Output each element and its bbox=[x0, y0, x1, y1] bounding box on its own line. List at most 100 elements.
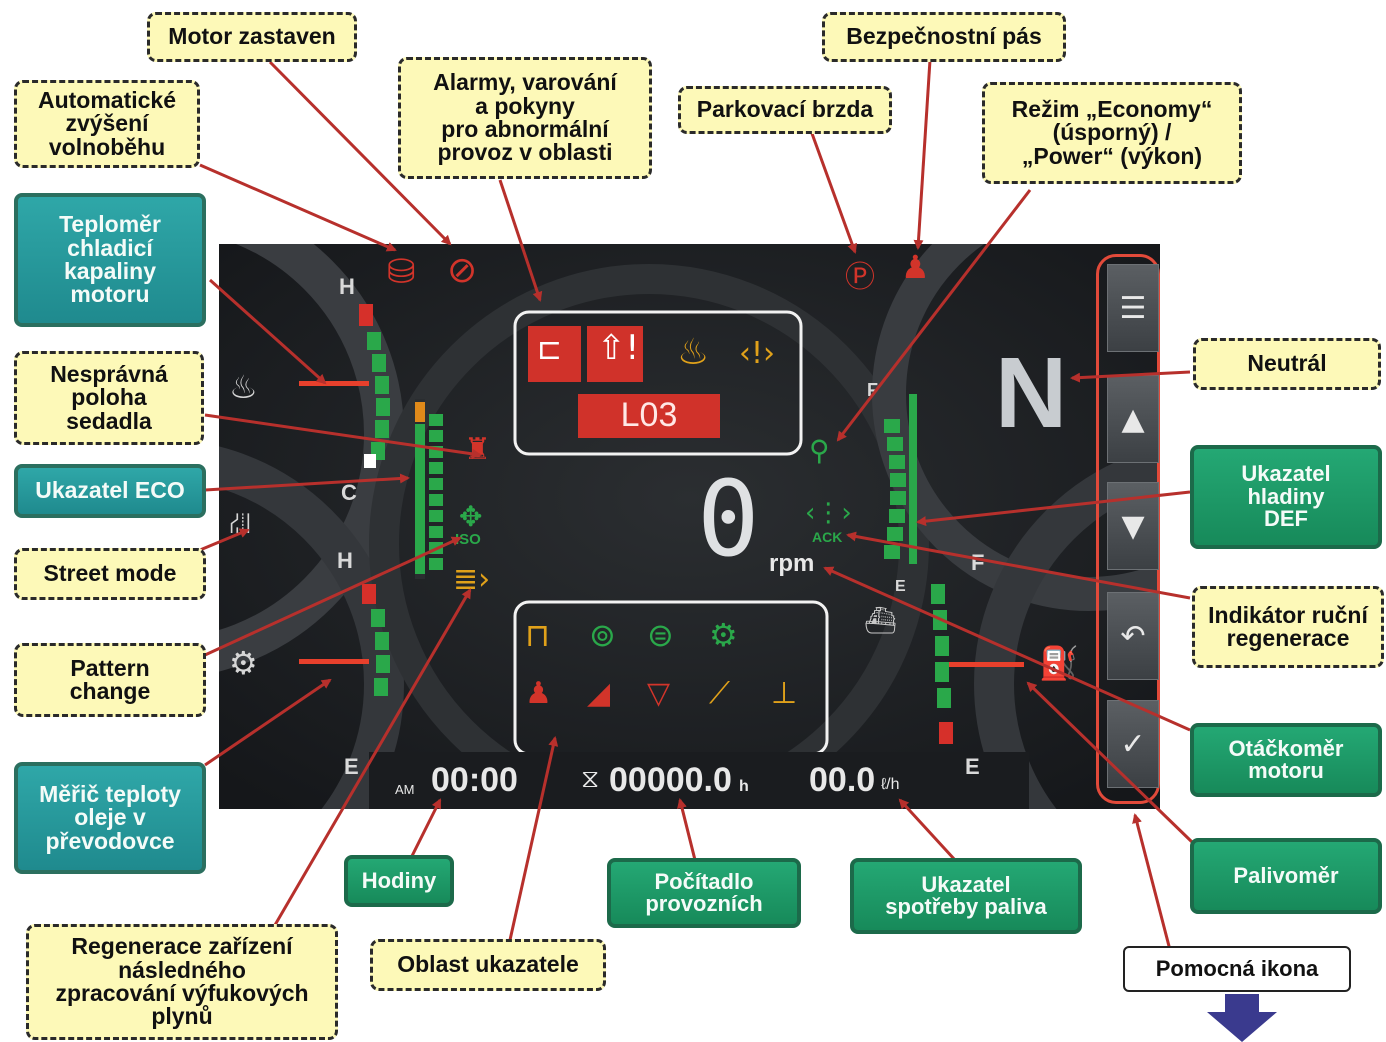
callout-line: plynů bbox=[151, 1003, 213, 1030]
hourglass-icon: ⧖ bbox=[581, 764, 600, 794]
coolant-low-label: C bbox=[341, 480, 357, 505]
callout-line: hladiny bbox=[1247, 483, 1325, 509]
callout-line: Alarmy, varování bbox=[433, 69, 617, 96]
callout-line: regenerace bbox=[1226, 625, 1350, 651]
boom-lock-icon: ◢ bbox=[587, 676, 611, 711]
callout-line: pro abnormální bbox=[441, 116, 609, 142]
callout-parkovaci-brzda: Parkovací brzda bbox=[678, 86, 892, 134]
callout-line: Pattern bbox=[70, 654, 150, 681]
seatbelt-icon: ♟ bbox=[901, 248, 930, 286]
manual-regen-icon: ‹⋮› bbox=[805, 498, 852, 528]
callout-line: Teploměr bbox=[59, 211, 161, 238]
gear-shift-icon: ⚙ bbox=[709, 616, 738, 654]
fuel-full-label: F bbox=[971, 550, 985, 575]
fuel-needle bbox=[949, 662, 1024, 667]
callout-line: kapaliny bbox=[63, 258, 157, 284]
warning-icon-1 bbox=[528, 326, 581, 382]
lift-lock-icon: ⊥ bbox=[771, 676, 798, 711]
check-icon: ✓ bbox=[1120, 726, 1146, 762]
callout-automaticke-zvyseni: Automatické zvýšení volnoběhu bbox=[14, 80, 200, 168]
callout-text: Ukazatel ECO bbox=[35, 477, 185, 504]
callout-line: change bbox=[69, 678, 151, 704]
machine-display: ⛁ ⊘ Ⓟ ♟ ⊏ ⇧! ♨ ‹!› L03 ♜ ✥ ISO ≣› 0 rpm … bbox=[219, 244, 1160, 809]
warning-exclaim-icon: ⇧! bbox=[597, 328, 640, 368]
hydraulic-lock-icon: ⊏ bbox=[537, 332, 563, 367]
fuel-rate-unit: ℓ/h bbox=[881, 776, 900, 793]
back-icon: ↶ bbox=[1120, 618, 1146, 654]
callout-line: Otáčkoměr bbox=[1228, 735, 1344, 761]
callout-line: chladicí bbox=[67, 234, 153, 261]
fuel-empty-label: E bbox=[965, 754, 980, 779]
callout-line: zvýšení bbox=[65, 110, 149, 137]
display-graphics bbox=[219, 244, 1160, 809]
callout-text: Pomocná ikona bbox=[1155, 955, 1319, 981]
callout-regenerace: Regenerace zařízení následného zpracován… bbox=[26, 924, 338, 1040]
callout-line: volnoběhu bbox=[48, 133, 166, 160]
seat-position-icon: ♜ bbox=[464, 432, 491, 467]
fan-icon: ⊚ bbox=[589, 616, 616, 654]
joystick-lock-icon: ♟ bbox=[525, 676, 552, 711]
callout-oblast-ukazatele: Oblast ukazatele bbox=[370, 939, 606, 991]
parking-brake-icon: Ⓟ bbox=[845, 260, 875, 295]
coolant-needle bbox=[299, 381, 369, 386]
callout-meric-teploty: Měřič teploty oleje v převodovce bbox=[14, 762, 206, 874]
travel-icon: ⊜ bbox=[647, 616, 674, 654]
callout-text: Motor zastaven bbox=[168, 23, 336, 50]
ack-label: ACK bbox=[812, 529, 843, 545]
callout-line: a pokyny bbox=[475, 92, 575, 119]
callout-line: Počítadlo bbox=[654, 868, 754, 894]
hour-meter-unit: h bbox=[739, 778, 749, 795]
callout-line: Regenerace zařízení bbox=[71, 933, 293, 960]
menu-icon: ☰ bbox=[1119, 290, 1147, 326]
callout-text: Hodiny bbox=[361, 867, 437, 893]
callout-def: Ukazatel hladiny DEF bbox=[1190, 445, 1382, 549]
down-button[interactable]: ▼ bbox=[1107, 482, 1159, 570]
callout-line: DEF bbox=[1264, 506, 1308, 532]
bucket-lock-icon: ▽ bbox=[647, 676, 671, 711]
callout-text: Bezpečnostní pás bbox=[846, 23, 1042, 50]
clock-ampm: AM bbox=[395, 782, 415, 797]
up-button[interactable]: ▲ bbox=[1107, 375, 1159, 463]
callout-line: Automatické bbox=[37, 86, 177, 113]
pattern-change-icon: ✥ bbox=[459, 500, 483, 533]
callout-line: sedadla bbox=[66, 407, 152, 434]
callout-line: (úsporný) / bbox=[1052, 119, 1172, 146]
eco-bar bbox=[415, 399, 443, 579]
callout-line: poloha bbox=[71, 384, 147, 411]
street-mode-icon: ⛜ bbox=[229, 506, 252, 541]
callout-line: Indikátor ruční bbox=[1208, 601, 1368, 628]
callout-line: Měřič teploty bbox=[39, 780, 181, 807]
callout-line: následného bbox=[118, 956, 246, 983]
callout-text: Parkovací brzda bbox=[696, 96, 874, 123]
callout-pocitadlo: Počítadlo provozních bbox=[607, 858, 801, 928]
callout-text: Street mode bbox=[43, 560, 177, 587]
coolant-high-label: H bbox=[339, 274, 355, 299]
callout-line: provoz v oblasti bbox=[437, 139, 613, 166]
power-mode-icon: ⚲ bbox=[809, 434, 830, 467]
boat-icon: ⛴ bbox=[864, 606, 898, 636]
rpm-value: 0 bbox=[697, 458, 760, 580]
callout-line: Nesprávná bbox=[50, 360, 168, 387]
callout-text: Palivoměr bbox=[1233, 862, 1339, 888]
callout-neutral: Neutrál bbox=[1193, 338, 1381, 390]
callout-line: motoru bbox=[70, 281, 150, 308]
callout-line: převodovce bbox=[45, 827, 175, 854]
callout-text: Neutrál bbox=[1247, 350, 1327, 377]
callout-line: „Power“ (výkon) bbox=[1021, 142, 1203, 169]
menu-button[interactable]: ☰ bbox=[1107, 264, 1159, 352]
callout-line: Ukazatel bbox=[1241, 461, 1331, 487]
iso-label: ISO bbox=[455, 531, 481, 548]
callout-pomocna-ikona: Pomocná ikona bbox=[1123, 946, 1351, 992]
oil-low-label: E bbox=[344, 754, 359, 779]
callout-motor-zastaven: Motor zastaven bbox=[147, 12, 357, 62]
callout-teplomer: Teploměr chladicí kapaliny motoru bbox=[14, 193, 206, 327]
up-arrow-icon: ▲ bbox=[1121, 401, 1145, 437]
clock-time: 00:00 bbox=[431, 761, 518, 799]
warning-icon-2 bbox=[587, 326, 643, 382]
callout-line: provozních bbox=[645, 891, 763, 916]
callout-indikator-regenerace: Indikátor ruční regenerace bbox=[1192, 586, 1384, 668]
coolant-temp-icon: ♨ bbox=[229, 368, 258, 406]
back-button[interactable]: ↶ bbox=[1107, 592, 1159, 680]
def-full-label: F bbox=[867, 380, 878, 400]
confirm-button[interactable]: ✓ bbox=[1107, 700, 1159, 788]
